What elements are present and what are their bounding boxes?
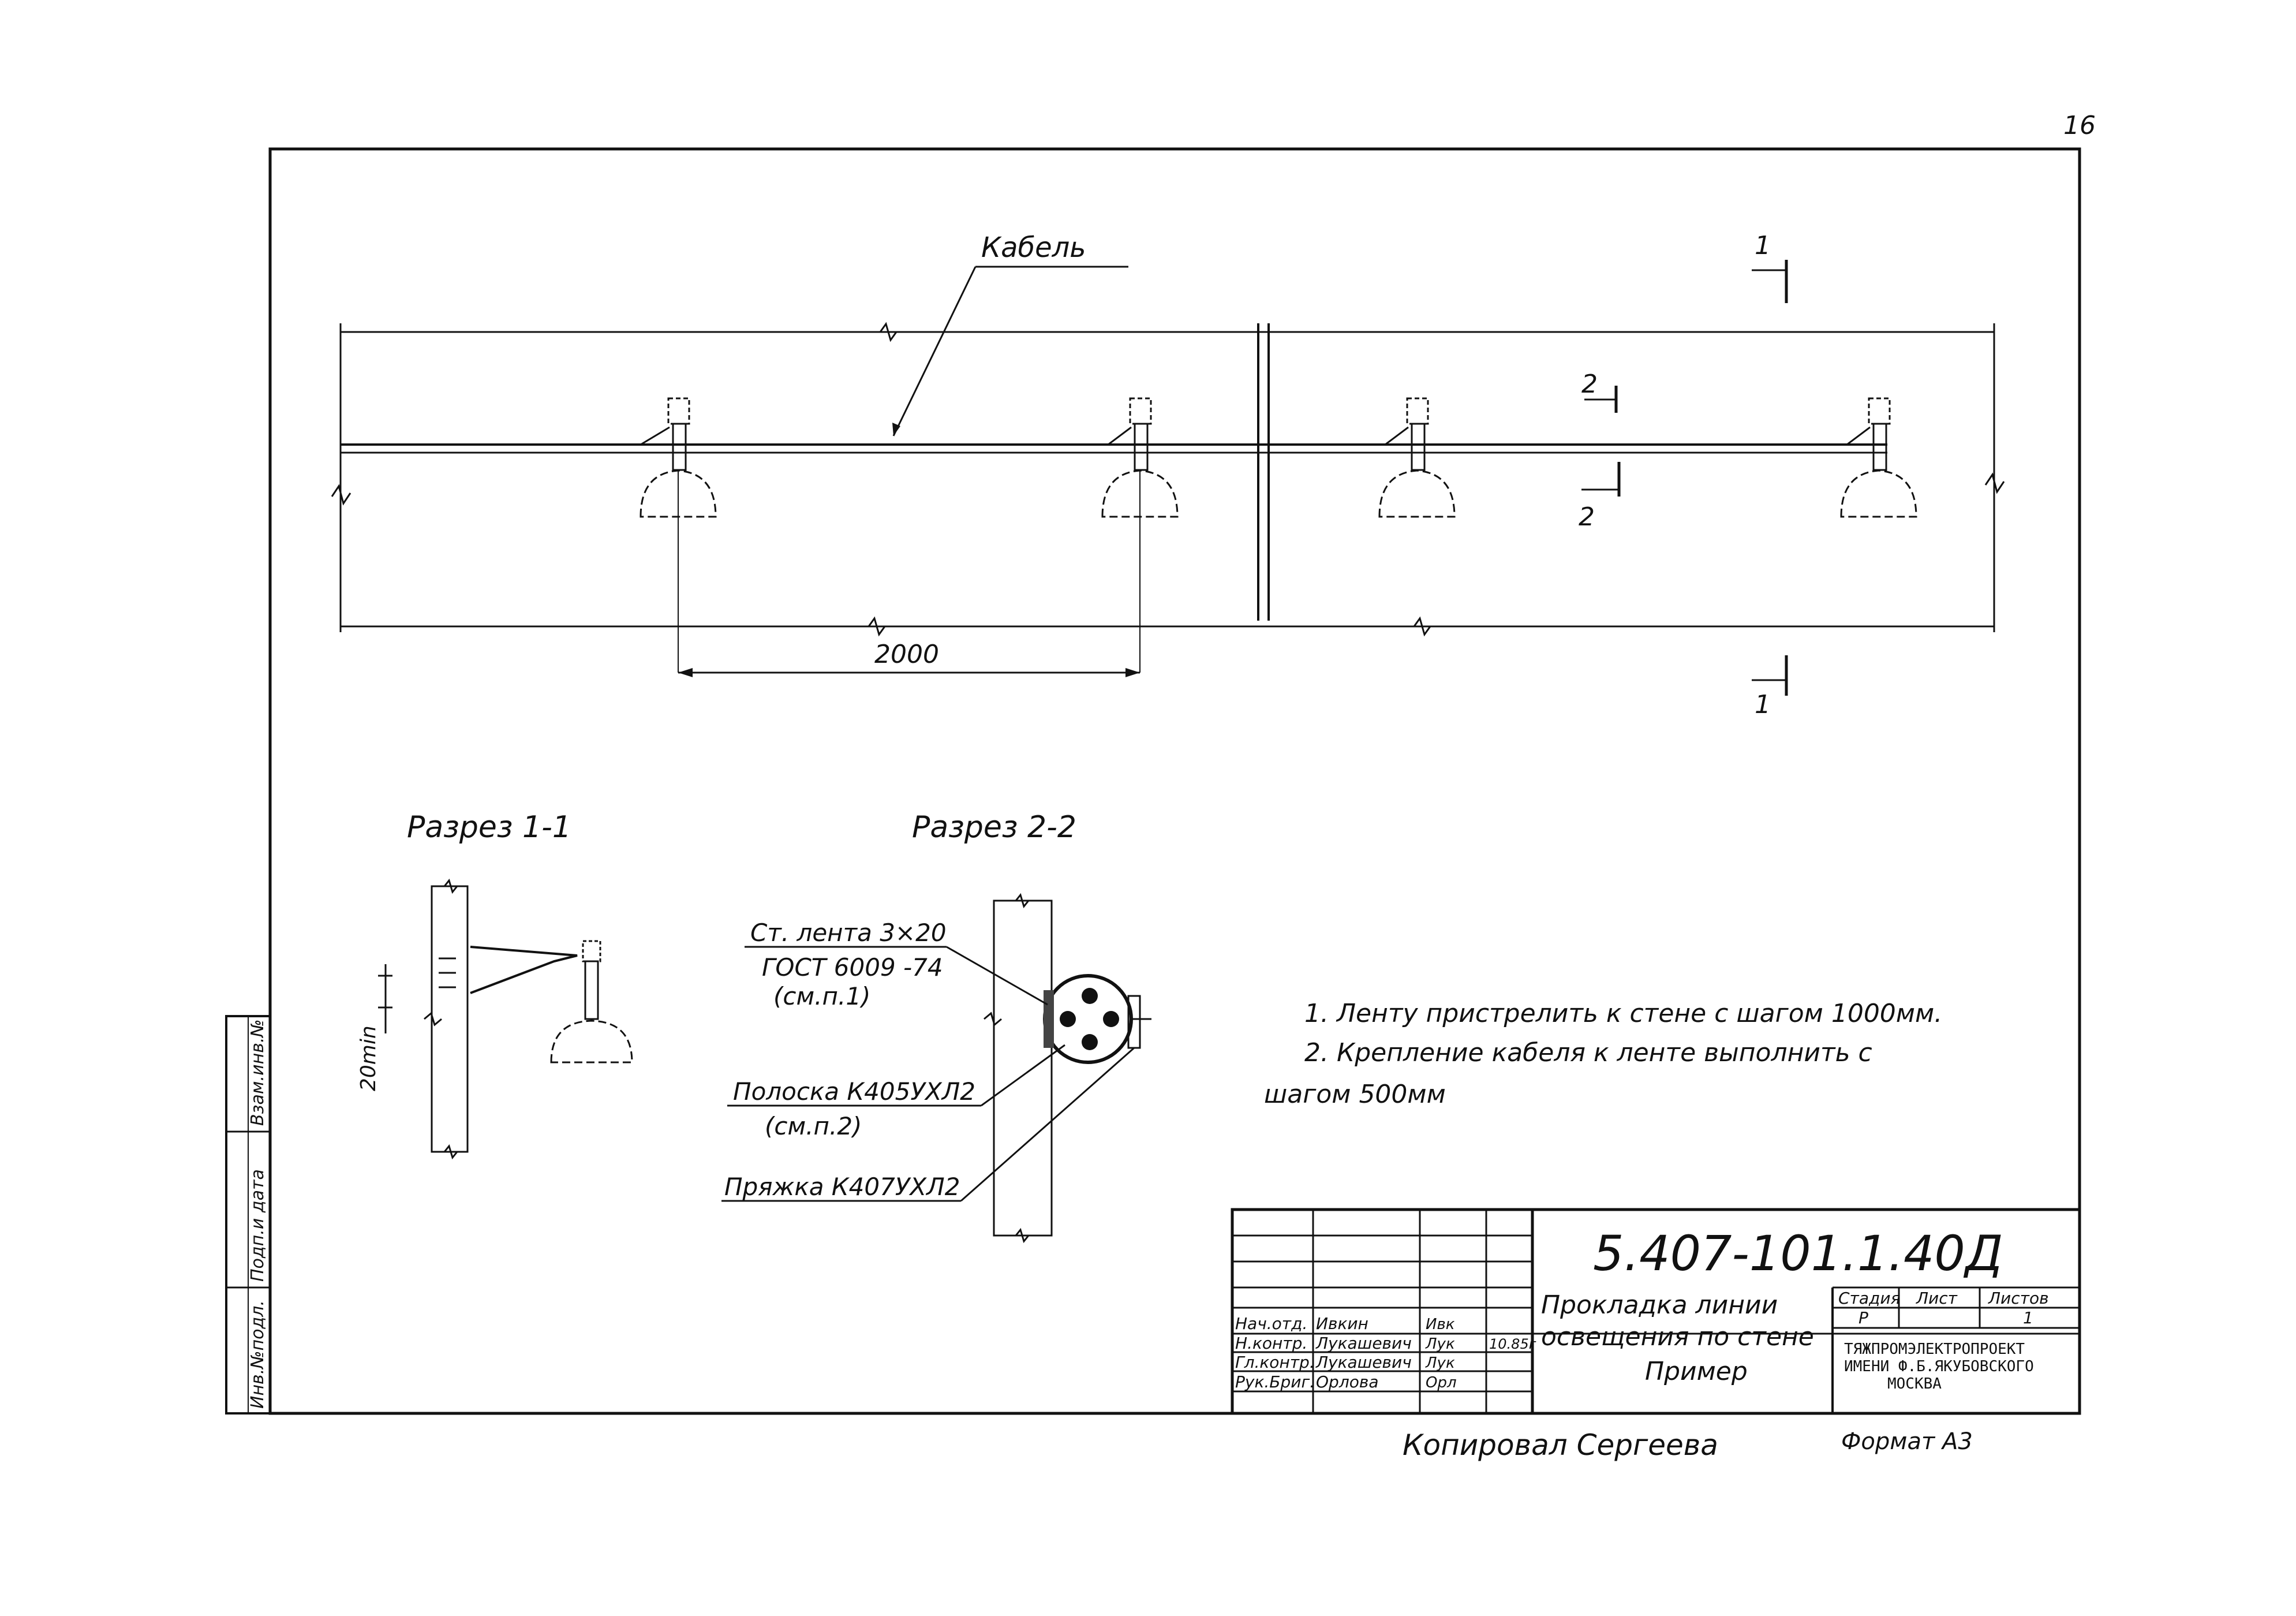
side-stamp-sign: Подп.и дата (248, 1169, 268, 1282)
drawing-frame (268, 147, 2081, 1415)
title-line-1: Прокладка линии (1541, 1290, 1778, 1320)
org-line-1: ТЯЖПРОМЭЛЕКТРОПРОЕКТ (1844, 1341, 2025, 1358)
stage-value: Р (1859, 1308, 1868, 1327)
title-line-3: Пример (1645, 1357, 1748, 1386)
svg-text:Ивкин: Ивкин (1316, 1314, 1368, 1333)
title-block: 5.407-101.1.40Д Стадия Лист Листов Р 1 Т… (1231, 1208, 2081, 1415)
note-1: 1. Ленту пристрелить к стене с шагом 100… (1304, 999, 1942, 1028)
luminaire-2 (1101, 397, 1179, 673)
signature-row: Н.контр. Лукашевич Лук 10.85г (1235, 1334, 1536, 1353)
signature-row: Рук.Бриг. Орлова Орл (1235, 1372, 1457, 1391)
side-stamp-replace: Взам.инв.№ (248, 1019, 268, 1126)
section-1-1-title: Разрез 1-1 (407, 810, 571, 845)
svg-text:1: 1 (1755, 690, 1771, 719)
section-2-2-title: Разрез 2-2 (912, 810, 1076, 845)
section-1-1-dim: 20min (357, 1025, 380, 1091)
doc-code: 5.407-101.1.40Д (1593, 1225, 2003, 1282)
svg-text:2: 2 (1579, 502, 1595, 532)
callout-strip-2: (см.п.2) (765, 1112, 862, 1140)
svg-text:Лукашевич: Лукашевич (1315, 1353, 1412, 1372)
luminaire-1 (640, 397, 717, 673)
note-2-cont: шагом 500мм (1264, 1080, 1446, 1109)
svg-text:Лук: Лук (1425, 1354, 1455, 1372)
stage-header: Стадия (1838, 1289, 1900, 1308)
title-line-2: освещения по стене (1541, 1322, 1814, 1352)
svg-text:Лук: Лук (1425, 1335, 1455, 1353)
callout-tape-2: ГОСТ 6009 -74 (762, 953, 943, 981)
signature-row: Гл.контр. Лукашевич Лук (1235, 1353, 1455, 1372)
svg-text:Орлова: Орлова (1316, 1372, 1379, 1391)
org-line-3: МОСКВА (1887, 1375, 1942, 1393)
luminaire-4 (1840, 397, 1917, 518)
svg-text:Н.контр.: Н.контр. (1235, 1334, 1307, 1353)
svg-text:1: 1 (1755, 231, 1771, 260)
org-line-2: ИМЕНИ Ф.Б.ЯКУБОВСКОГО (1844, 1358, 2034, 1375)
page-number: 16 (2063, 111, 2096, 140)
copied-by: Копировал Сергеева (1403, 1428, 1718, 1462)
sheet-header: Лист (1916, 1289, 1958, 1308)
callout-strip-1: Полоска К405УХЛ2 (733, 1077, 975, 1106)
section-mark-2-bottom: 2 (1579, 462, 1621, 532)
section-2-2: Разрез 2-2 Ст. лента 3×20 ГОСТ 6009 -74 … (721, 810, 1151, 1244)
svg-text:Нач.отд.: Нач.отд. (1235, 1314, 1307, 1333)
section-mark-1-top: 1 (1752, 231, 1788, 303)
svg-text:10.85г: 10.85г (1489, 1336, 1536, 1352)
callout-buckle: Пряжка К407УХЛ2 (724, 1173, 960, 1201)
format-label: Формат А3 (1841, 1428, 1973, 1455)
svg-text:Гл.контр.: Гл.контр. (1235, 1353, 1315, 1372)
luminaire-3 (1378, 397, 1456, 518)
svg-text:2: 2 (1581, 370, 1598, 399)
notes: 1. Ленту пристрелить к стене с шагом 100… (1264, 999, 1942, 1109)
callout-tape-1: Ст. лента 3×20 (750, 919, 947, 947)
side-stamp-inv: Инв.№подл. (248, 1300, 268, 1409)
sheets-value: 1 (2023, 1308, 2033, 1327)
section-1-1: Разрез 1-1 20min (357, 810, 633, 1160)
svg-text:Орл: Орл (1426, 1374, 1457, 1391)
section-mark-2-top: 2 (1581, 370, 1618, 413)
elevation-view: Кабель (331, 231, 2005, 719)
cable-label: Кабель (981, 232, 1086, 264)
svg-text:Рук.Бриг.: Рук.Бриг. (1235, 1372, 1315, 1391)
side-stamp: Инв.№подл. Подп.и дата Взам.инв.№ (225, 1015, 271, 1415)
sheets-header: Листов (1988, 1289, 2049, 1308)
callout-tape-3: (см.п.1) (773, 982, 870, 1010)
svg-text:Лукашевич: Лукашевич (1315, 1334, 1412, 1353)
note-2: 2. Крепление кабеля к ленте выполнить с (1304, 1038, 1872, 1068)
section-mark-1-bottom: 1 (1752, 655, 1788, 719)
signature-row: Нач.отд. Ивкин Ивк (1235, 1314, 1455, 1333)
dimension-2000: 2000 (874, 640, 939, 669)
svg-text:Ивк: Ивк (1426, 1316, 1455, 1333)
